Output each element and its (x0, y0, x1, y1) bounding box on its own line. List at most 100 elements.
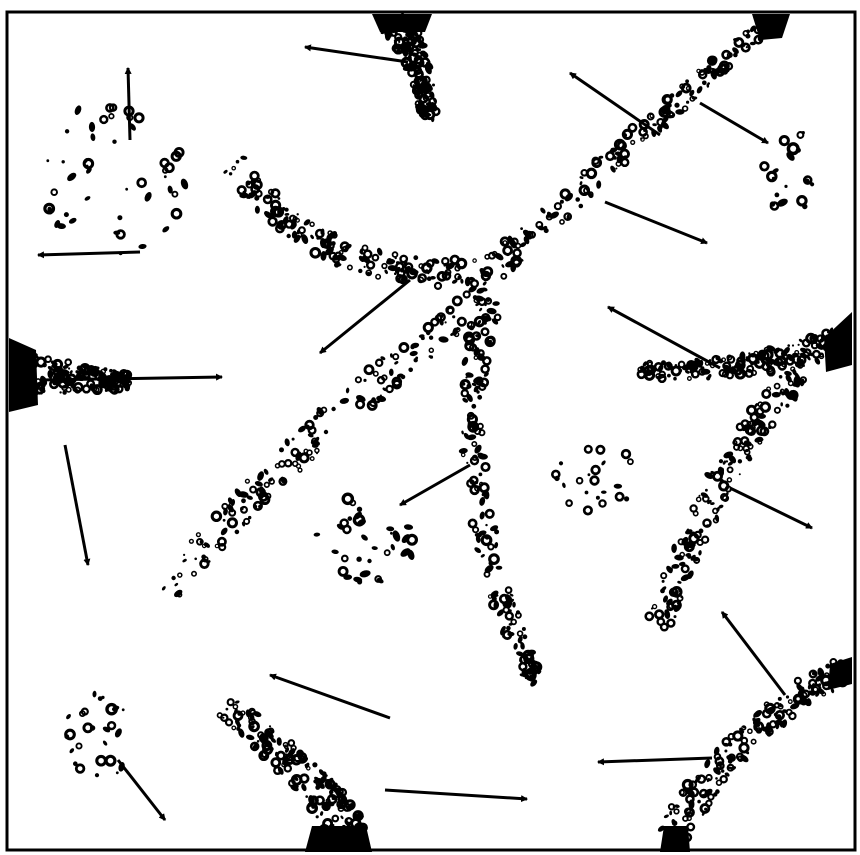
tube-middle-lower-arm-granule (522, 627, 526, 631)
tube-main-trunk-granule (597, 184, 601, 188)
cluster-top-left-granule (112, 140, 116, 144)
tube-main-trunk-granule (643, 129, 646, 132)
tube-main-trunk-granule (710, 61, 714, 65)
cluster-top-left-granule (65, 213, 68, 216)
tube-upper-left-arc-granule (246, 196, 249, 199)
cluster-center-right-granule (588, 473, 591, 476)
tube-main-trunk-granule (746, 46, 748, 48)
tube-upper-left-arc-granule (364, 266, 366, 268)
tube-bottom-center-granule (300, 777, 302, 779)
tube-upper-left-arc-granule (427, 272, 429, 274)
cluster-center-granule (356, 557, 361, 562)
tube-top-center-granule (428, 113, 430, 115)
tube-main-trunk-granule (575, 197, 580, 202)
tube-lower-left-arm-granule (456, 327, 459, 330)
tube-middle-lower-arm-granule (523, 634, 528, 639)
tube-middle-lower-arm-granule (469, 326, 474, 331)
cluster-center-granule (348, 516, 353, 521)
tube-middle-lower-arm-granule (485, 534, 490, 539)
tube-right-lower-granule (670, 568, 673, 572)
tube-bottom-center-granule (226, 708, 229, 711)
cluster-top-left-granule (125, 188, 128, 191)
tube-upper-left-arc-granule (318, 236, 321, 239)
tube-top-center-granule (401, 11, 404, 14)
tube-lower-left-arm-granule (324, 430, 328, 434)
cluster-bottom-left-granule (116, 771, 119, 774)
tube-upper-left-arc-granule (229, 172, 232, 175)
tube-right-upper-granule (792, 344, 794, 346)
tube-left-edge-granule (36, 356, 39, 359)
tube-upper-left-arc-granule (294, 224, 296, 226)
tube-top-center-granule (425, 66, 429, 70)
tube-middle-lower-arm-granule (516, 610, 520, 614)
tube-lower-left-arm-granule (429, 336, 433, 340)
tube-bottom-center-granule (332, 824, 334, 826)
cluster-bottom-left-granule (95, 773, 99, 777)
tube-bottom-right-granule (695, 779, 698, 783)
tube-left-edge-granule (68, 367, 70, 369)
tube-main-trunk-granule (613, 156, 617, 160)
tube-middle-lower-arm-granule (519, 659, 522, 662)
tube-middle-lower-arm-granule (483, 321, 487, 325)
tube-bottom-center-granule (312, 762, 317, 767)
tube-main-trunk-granule (702, 81, 707, 86)
tube-upper-left-arc-granule (358, 269, 362, 273)
tube-right-lower-granule (726, 460, 728, 462)
tube-lower-left-arm-granule (331, 407, 335, 411)
tube-main-trunk-granule (745, 34, 750, 39)
tube-middle-lower-arm-granule (502, 635, 504, 637)
tube-bottom-right-granule (743, 726, 745, 728)
tube-upper-left-arc-granule (395, 257, 397, 259)
tube-main-trunk-granule (615, 168, 617, 170)
tube-bottom-right-granule (797, 684, 800, 687)
tube-bottom-right-granule (815, 681, 817, 683)
cluster-center-right-granule (624, 496, 629, 501)
tube-lower-left-arm-granule (313, 415, 318, 420)
tube-bottom-right-granule (673, 806, 676, 809)
tube-lower-left-arm-granule (452, 315, 455, 318)
cluster-center-granule (367, 559, 371, 563)
tube-upper-left-arc-granule (332, 235, 334, 237)
tube-main-trunk-granule (746, 30, 750, 34)
stub-left-edge (9, 338, 38, 412)
tube-middle-lower-arm-granule (479, 473, 483, 477)
cluster-center-granule (357, 579, 362, 584)
cluster-top-right-granule (810, 182, 814, 186)
cluster-top-left-granule (117, 215, 122, 220)
tube-right-lower-granule (680, 596, 682, 598)
tube-lower-left-arm-granule (258, 505, 262, 509)
tube-left-edge-granule (93, 366, 97, 370)
tube-bottom-center-granule (269, 725, 271, 727)
tube-upper-left-arc-granule (413, 255, 418, 260)
tube-right-upper-granule (750, 362, 754, 366)
cluster-center-right-granule (585, 491, 589, 495)
tube-lower-left-arm-granule (183, 554, 185, 556)
tube-right-lower-granule (662, 580, 665, 583)
tube-right-upper-granule (798, 344, 800, 346)
tube-lower-left-arm-granule (371, 397, 376, 402)
tube-right-lower-granule (687, 555, 691, 559)
tube-lower-left-arm-granule (194, 558, 197, 561)
cluster-center-granule (357, 507, 362, 512)
tube-middle-lower-arm-granule (462, 382, 466, 386)
tube-right-lower-granule (738, 459, 742, 463)
tube-right-upper-granule (667, 374, 671, 378)
tube-main-trunk-granule (520, 227, 523, 230)
tube-right-lower-granule (688, 575, 692, 579)
tube-main-trunk-granule (506, 253, 509, 256)
tube-lower-left-arm-granule (421, 336, 425, 340)
tube-lower-left-arm-granule (223, 519, 226, 522)
tube-bottom-center-granule (305, 795, 308, 798)
tube-right-upper-granule (748, 352, 750, 354)
tube-right-lower-granule (674, 615, 677, 618)
cluster-top-left-granule (62, 160, 65, 163)
tube-bottom-right-granule (754, 718, 759, 723)
cluster-center-right-granule (601, 491, 607, 494)
tube-right-lower-granule (678, 588, 682, 592)
movement-arrow (128, 68, 130, 140)
tube-right-lower-granule (739, 473, 741, 475)
tube-right-lower-granule (705, 489, 708, 492)
cluster-top-right-granule (804, 178, 809, 183)
tube-right-lower-granule (747, 456, 752, 461)
tube-main-trunk-granule (667, 103, 672, 108)
